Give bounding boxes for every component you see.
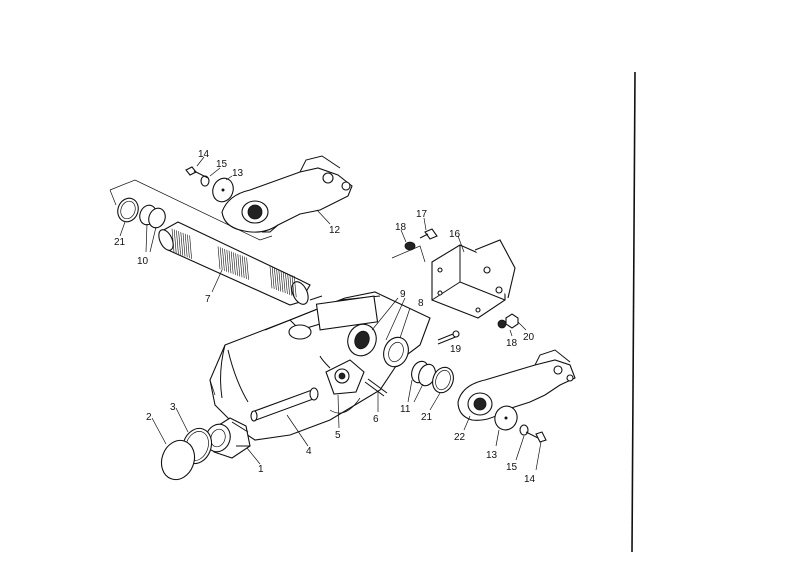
callout-numbers: 1 2 3 4 5 6 7 8 9 10 11 12 13 13 14 14 1… xyxy=(114,149,536,485)
callout-4: 4 xyxy=(306,446,312,457)
callout-21-lower: 21 xyxy=(421,412,433,423)
callout-21-upper: 21 xyxy=(114,237,126,248)
callout-8: 8 xyxy=(418,298,424,309)
lower-lock-washer xyxy=(519,424,529,436)
callout-15-lower: 15 xyxy=(506,462,518,473)
upper-group-bracket-line xyxy=(109,179,273,241)
callout-2: 2 xyxy=(146,412,152,423)
callout-13-upper: 13 xyxy=(232,168,244,179)
page-border-line xyxy=(631,71,636,553)
bracket-stud xyxy=(437,330,460,345)
callout-18-upper: 18 xyxy=(395,222,407,233)
callout-13-lower: 13 xyxy=(486,450,498,461)
bracket-bolt xyxy=(419,228,438,240)
upper-washer xyxy=(212,177,234,203)
lower-bracket-washer xyxy=(497,319,507,329)
callout-10: 10 xyxy=(137,256,149,267)
link-crank xyxy=(319,355,365,395)
callout-3: 3 xyxy=(170,402,176,413)
lower-washer xyxy=(494,405,518,431)
callout-1: 1 xyxy=(258,464,264,475)
mounting-bracket xyxy=(431,239,516,319)
callout-14-upper: 14 xyxy=(198,149,210,160)
callout-12: 12 xyxy=(329,225,341,236)
shim-rings-11 xyxy=(411,360,436,387)
callout-17: 17 xyxy=(416,209,428,220)
lower-bolt xyxy=(525,431,547,443)
piston xyxy=(205,417,251,459)
bushing-8 xyxy=(383,336,409,368)
upper-seal-ring xyxy=(117,197,139,223)
callout-11: 11 xyxy=(400,404,411,415)
callout-20: 20 xyxy=(523,332,535,343)
callout-18-lower: 18 xyxy=(506,338,518,349)
housing xyxy=(209,291,431,441)
upper-bolt xyxy=(185,166,209,179)
bracket-nut xyxy=(505,313,519,329)
splined-shaft xyxy=(158,221,323,306)
upper-lift-arm xyxy=(221,155,353,233)
callout-14-lower: 14 xyxy=(524,474,536,485)
bracket-group-line xyxy=(391,245,426,263)
leader-lines xyxy=(119,156,542,471)
piston-rod xyxy=(250,387,319,422)
callout-5: 5 xyxy=(335,430,341,441)
callout-6: 6 xyxy=(373,414,379,425)
piston-ring-2 xyxy=(160,439,196,481)
pin-6 xyxy=(364,378,388,397)
bracket-washer xyxy=(404,241,416,251)
callout-9: 9 xyxy=(400,289,406,300)
callout-7: 7 xyxy=(205,294,211,305)
bushing-9 xyxy=(347,323,377,357)
callout-22: 22 xyxy=(454,432,466,443)
upper-shim-rings xyxy=(139,204,166,229)
callout-16: 16 xyxy=(449,229,461,240)
lower-lift-arm xyxy=(457,349,576,421)
callout-19: 19 xyxy=(450,344,462,355)
seal-ring-21 xyxy=(432,366,454,394)
callout-15-upper: 15 xyxy=(216,159,228,170)
